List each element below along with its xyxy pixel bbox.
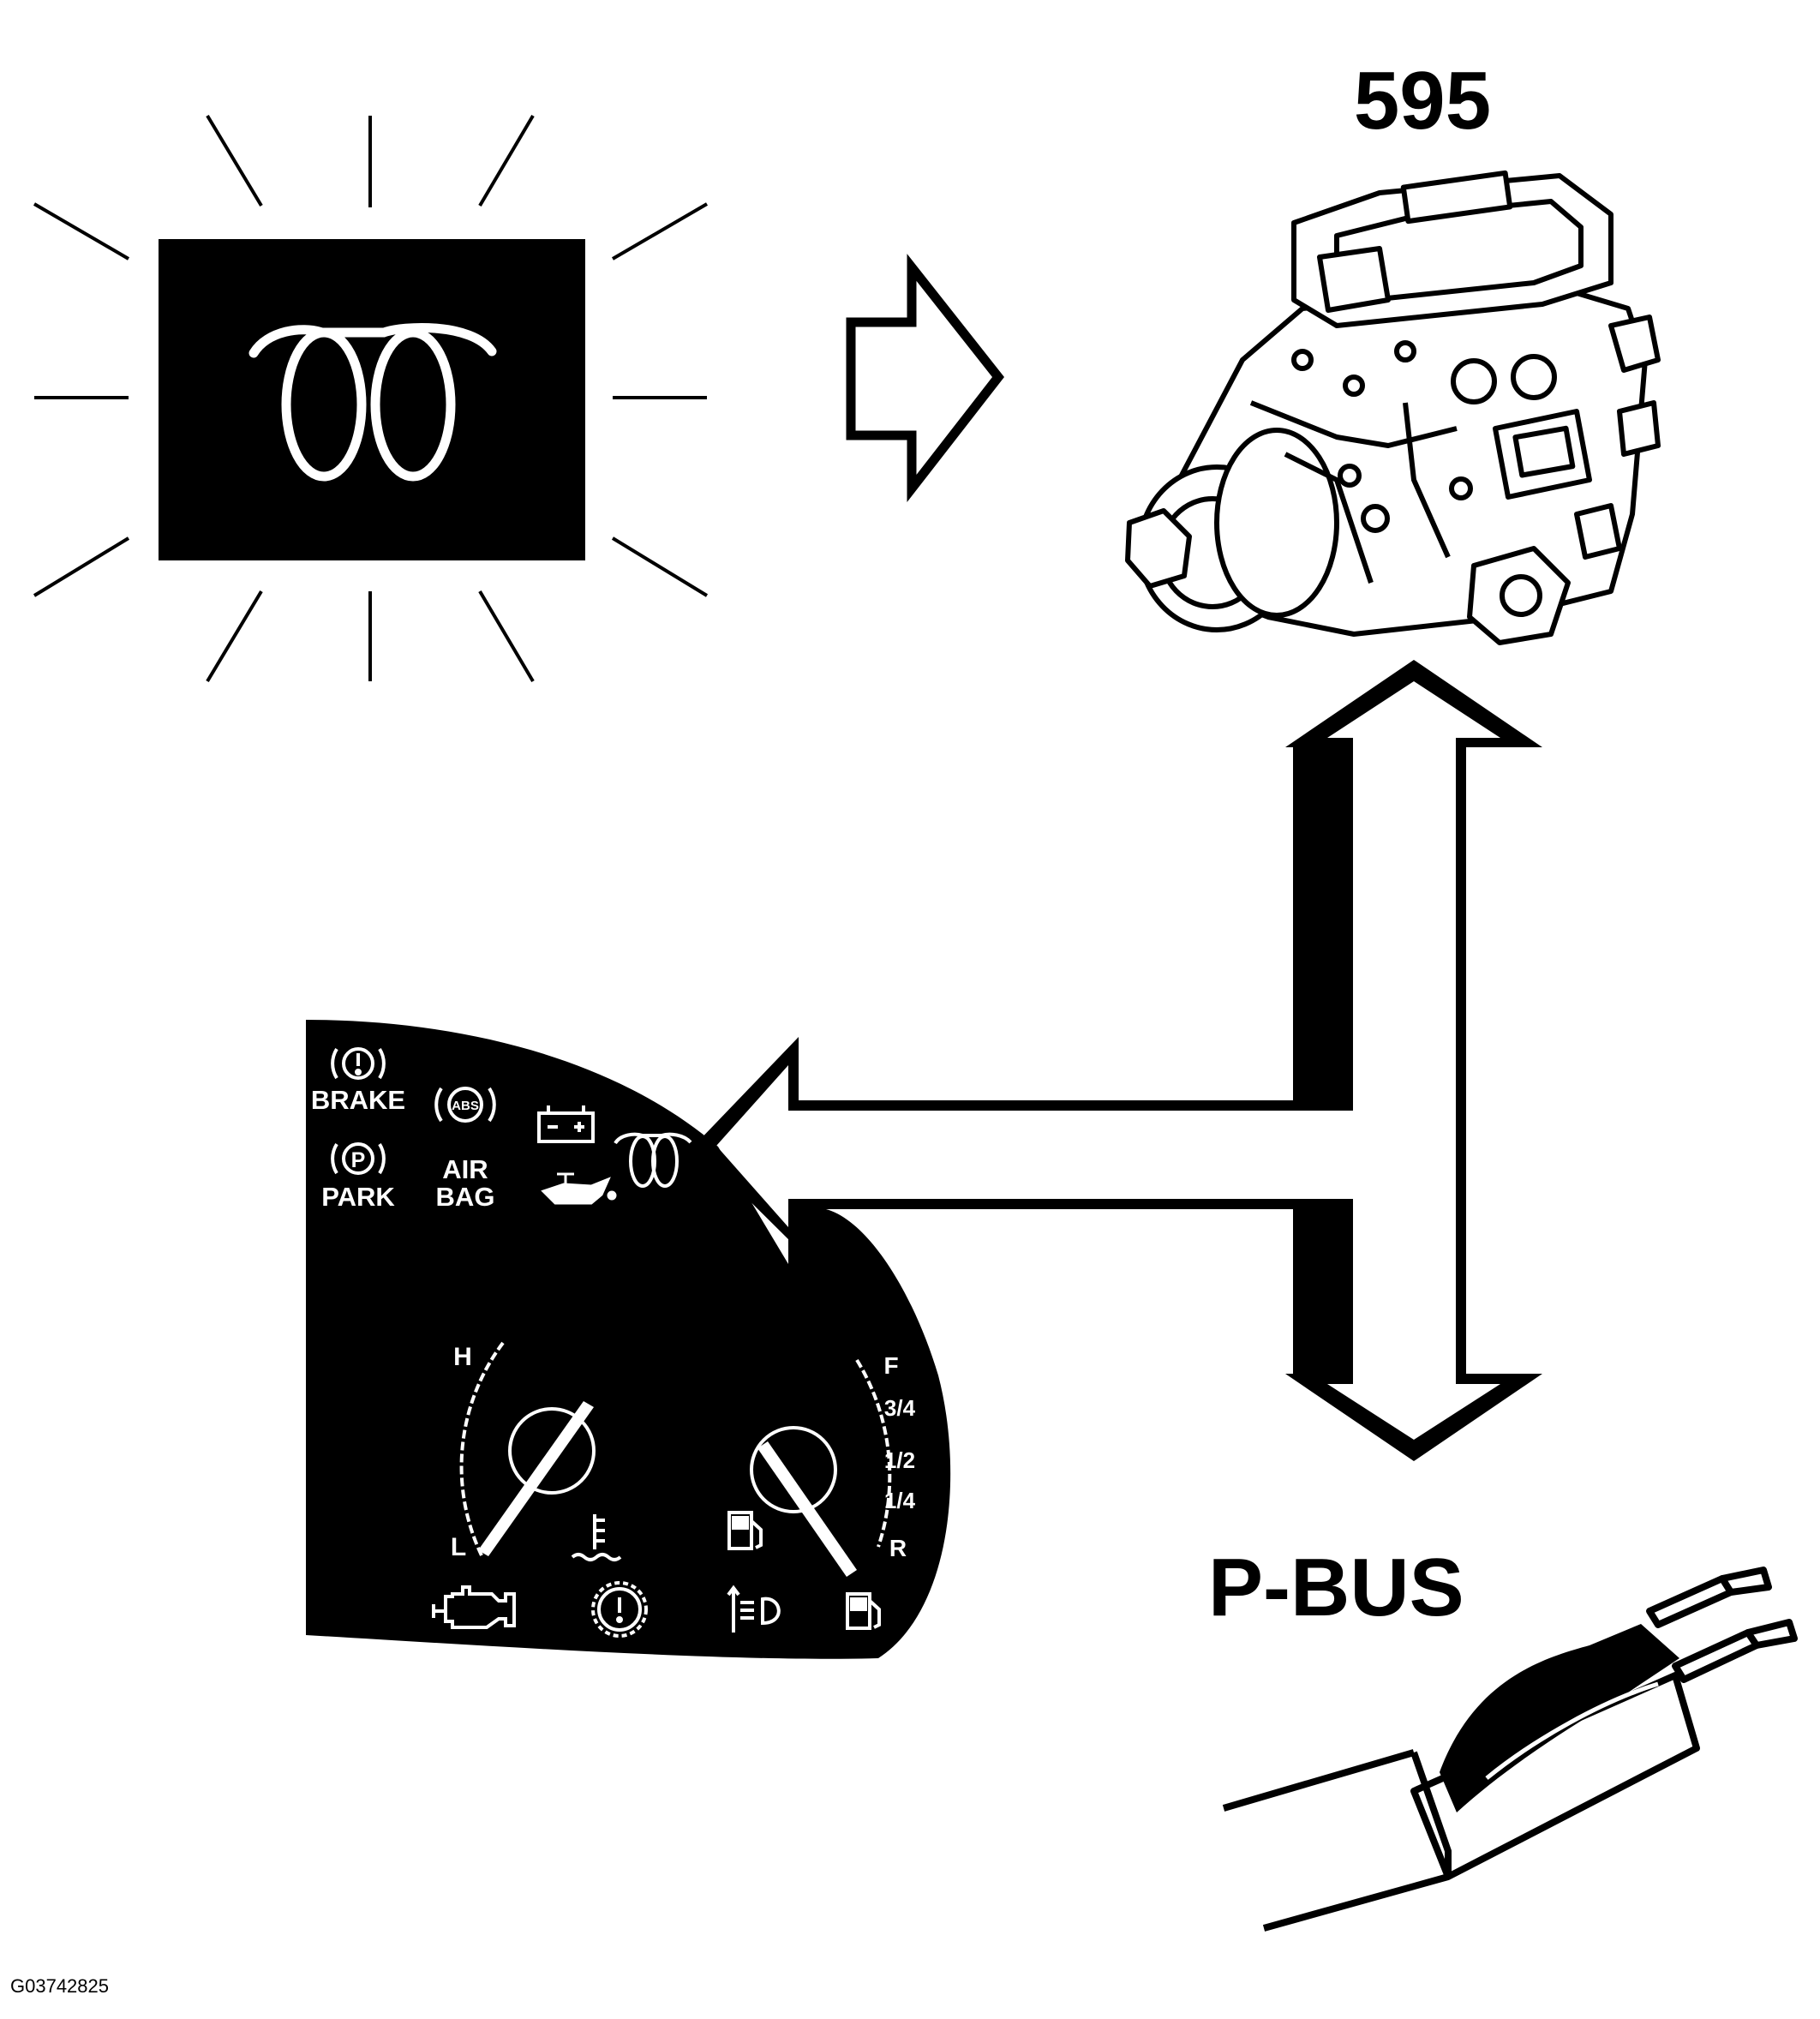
temperature-gauge [459,1341,596,1556]
oil-pressure-icon [541,1172,617,1205]
airbag-label-line-1: AIR [442,1154,488,1184]
brake-warning-icon [331,1047,386,1080]
park-brake-icon [331,1142,386,1175]
low-fuel-icon [846,1592,881,1630]
temp-low-label: L [451,1533,466,1561]
glow-plug-indicator [33,114,709,683]
right-arrow [846,254,1004,503]
component-number-label: 595 [1354,55,1491,147]
coolant-temperature-icon [571,1514,622,1561]
bus-label: P-BUS [1208,1542,1464,1633]
bus-arrow-network [694,660,1542,1461]
temp-high-label: H [453,1343,472,1371]
glow-plug-icon [614,1132,692,1188]
indicator-rays [33,114,709,683]
fuel-needle [757,1441,857,1577]
fuel-full-label: F [883,1352,898,1379]
airbag-label-line-2: BAG [436,1182,495,1212]
abs-icon [434,1087,496,1123]
fuel-three-quarter-label: 3/4 [884,1395,916,1421]
cluster-panel [306,1020,951,1659]
glow-plug-coil-icon [248,322,497,482]
battery-icon [537,1105,595,1143]
transmission-warning-icon [591,1581,648,1638]
fuel-half-label: 1/2 [884,1447,915,1473]
brake-label: BRAKE [311,1085,405,1115]
temperature-needle [478,1401,594,1556]
check-engine-icon [432,1585,516,1629]
headlamp-leveling-icon [727,1585,781,1633]
fuel-pump-icon [727,1511,763,1550]
figure-id-label: G03742825 [10,1975,109,1997]
park-icon-letter: P [351,1148,366,1172]
abs-icon-label: ABS [452,1099,479,1113]
fuel-quarter-label: 1/4 [884,1488,916,1513]
bus-wire-illustration [1222,1567,1798,1932]
fuel-gauge [750,1358,892,1577]
injection-pump-illustration [1125,170,1661,645]
fuel-reserve-label: R [889,1535,907,1561]
instrument-cluster: BRAKE P PARK ABS AIR BAG [306,1020,951,1659]
park-label: PARK [321,1182,395,1212]
